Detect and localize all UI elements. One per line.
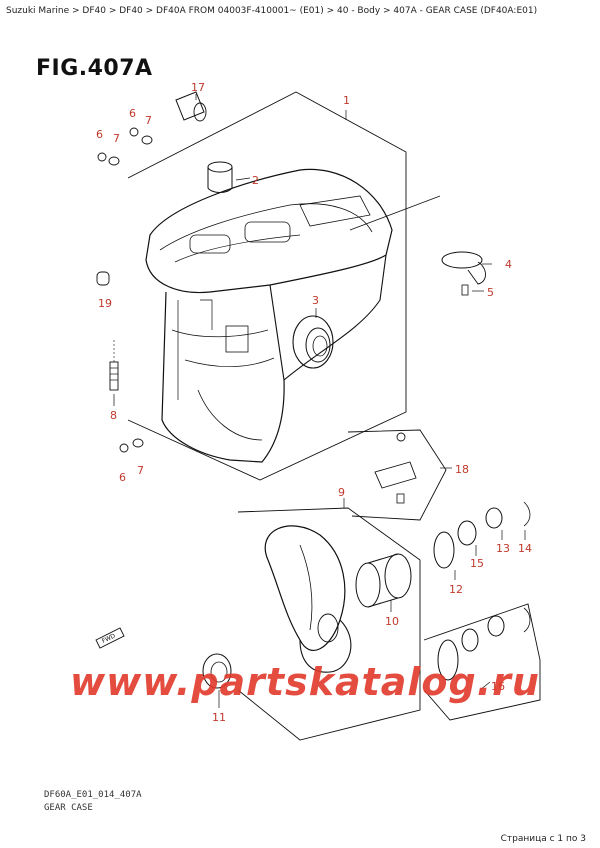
callout-11[interactable]: 11 bbox=[212, 711, 226, 724]
callout-6-lower[interactable]: 6 bbox=[119, 471, 126, 484]
watermark: www.partskatalog.ru bbox=[70, 660, 540, 704]
callout-4[interactable]: 4 bbox=[505, 258, 512, 271]
callout-7-upper-right[interactable]: 7 bbox=[145, 114, 152, 127]
callout-7-upper-left[interactable]: 7 bbox=[113, 132, 120, 145]
figure-title: FIG.407A bbox=[36, 56, 153, 81]
callout-10[interactable]: 10 bbox=[385, 615, 399, 628]
callout-5[interactable]: 5 bbox=[487, 286, 494, 299]
callout-7-lower[interactable]: 7 bbox=[137, 464, 144, 477]
fwd-arrow-label: FWD bbox=[101, 632, 117, 644]
callout-3[interactable]: 3 bbox=[312, 294, 319, 307]
callout-13[interactable]: 13 bbox=[496, 542, 510, 555]
figure-caption: GEAR CASE bbox=[44, 803, 93, 813]
callout-6-upper-right[interactable]: 6 bbox=[129, 107, 136, 120]
callout-8[interactable]: 8 bbox=[110, 409, 117, 422]
callout-19[interactable]: 19 bbox=[98, 297, 112, 310]
callout-6-upper-left[interactable]: 6 bbox=[96, 128, 103, 141]
callout-2[interactable]: 2 bbox=[252, 174, 259, 187]
figure-code: DF60A_E01_014_407A bbox=[44, 790, 142, 800]
callout-15[interactable]: 15 bbox=[470, 557, 484, 570]
callout-12[interactable]: 12 bbox=[449, 583, 463, 596]
breadcrumb: Suzuki Marine > DF40 > DF40 > DF40A FROM… bbox=[6, 6, 538, 16]
callout-14[interactable]: 14 bbox=[518, 542, 532, 555]
callout-17[interactable]: 17 bbox=[191, 81, 205, 94]
callout-18[interactable]: 18 bbox=[455, 463, 469, 476]
callout-9[interactable]: 9 bbox=[338, 486, 345, 499]
callout-16[interactable]: 16 bbox=[491, 680, 505, 693]
page-info: Страница с 1 по 3 bbox=[500, 834, 586, 844]
callout-1[interactable]: 1 bbox=[343, 94, 350, 107]
